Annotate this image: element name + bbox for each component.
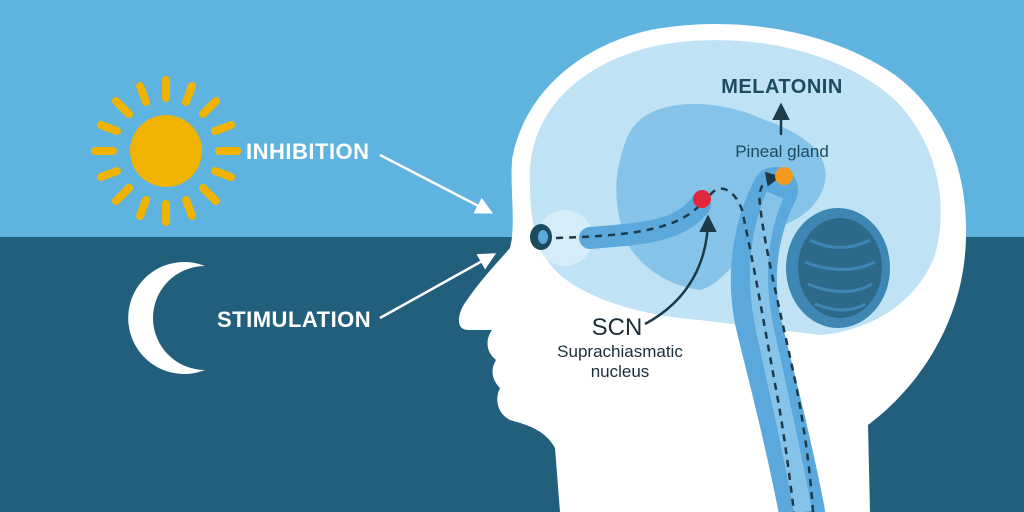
inhibition-arrow: [379, 153, 494, 214]
brain-inner: [616, 104, 826, 290]
inhibition-label: INHIBITION: [246, 139, 370, 164]
eye-pupil: [538, 230, 548, 244]
crescent-moon-icon: [128, 262, 205, 375]
scn-pointer-arrow: [644, 214, 717, 326]
stimulation-arrow: [379, 253, 497, 320]
eye-glow: [537, 210, 593, 266]
scn-dot: [693, 190, 711, 208]
pineal-gland-label: Pineal gland: [735, 142, 829, 161]
pineal-gland-dot: [775, 167, 793, 185]
stimulation-label: STIMULATION: [217, 307, 371, 332]
melatonin-label: MELATONIN: [721, 76, 843, 98]
scn-label: SCN: [592, 314, 643, 341]
cerebellum: [786, 208, 890, 328]
scn-to-spine-path: [709, 187, 796, 512]
optic-pathway: [579, 194, 711, 249]
scn-fullname-line2: nucleus: [591, 362, 650, 381]
scn-fullname-line1: Suprachiasmatic: [557, 342, 683, 361]
sun-icon: [91, 76, 241, 226]
